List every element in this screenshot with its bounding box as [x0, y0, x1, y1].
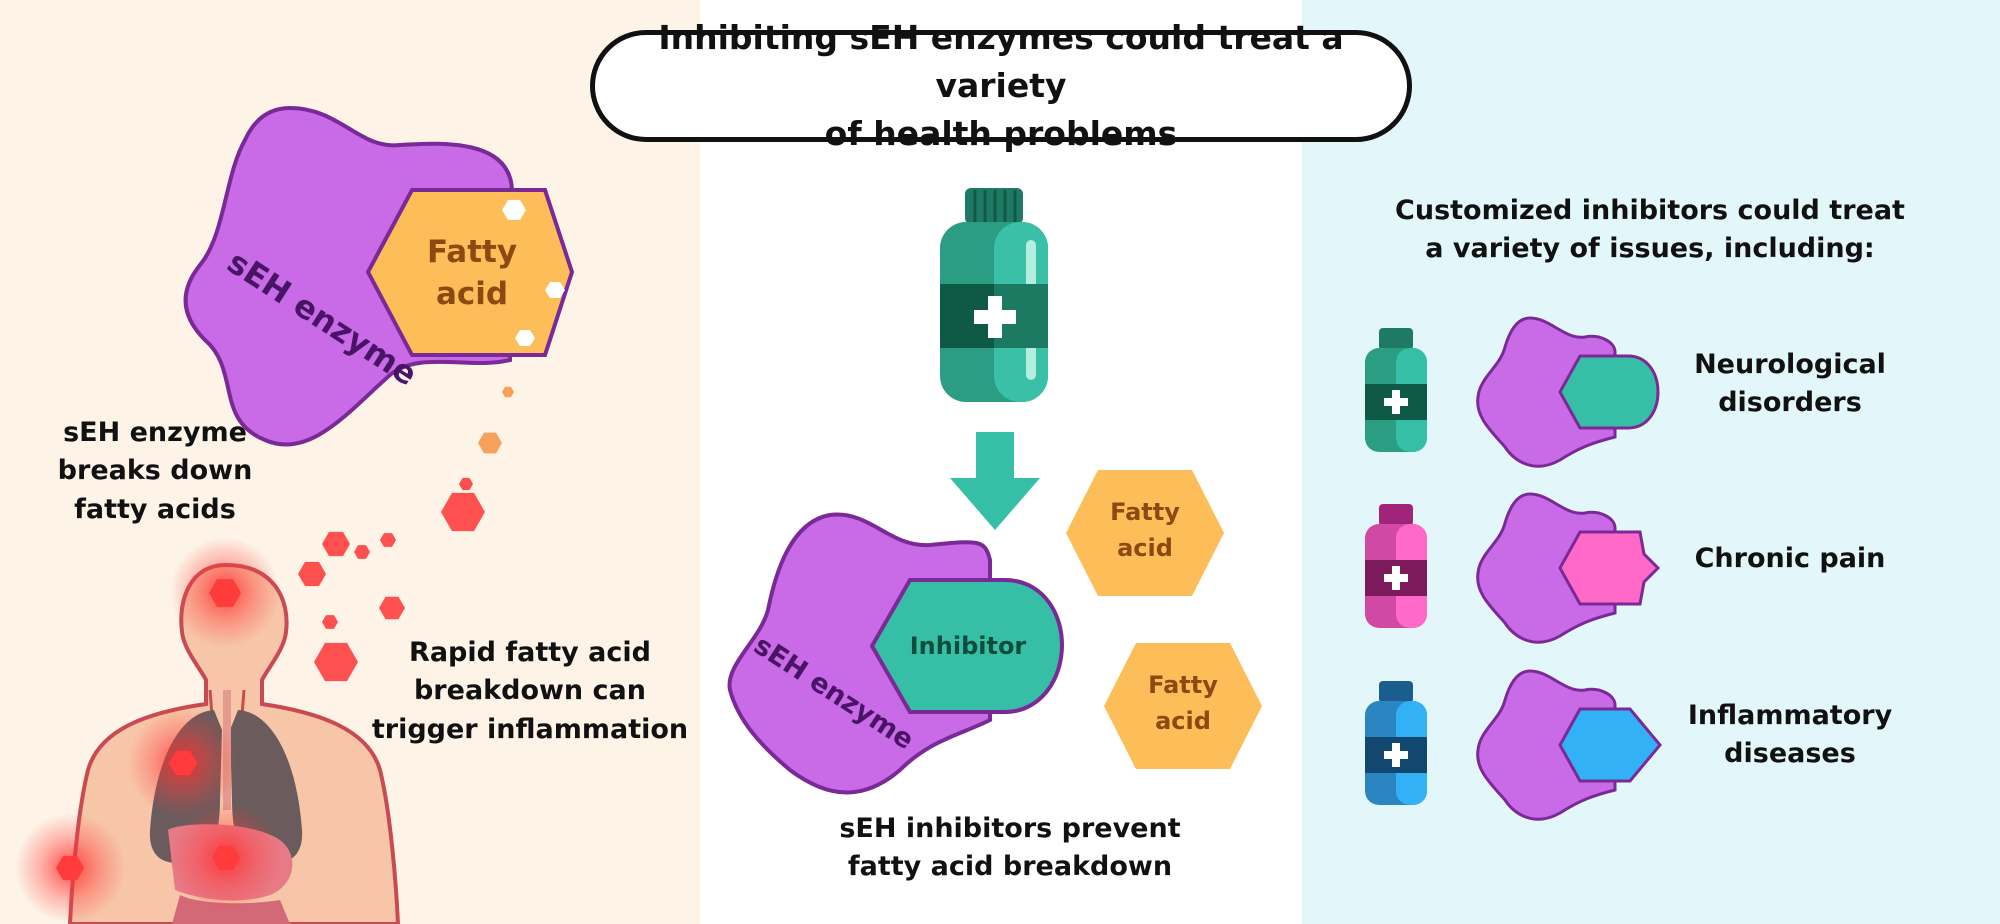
condition-rows: [1365, 316, 1662, 821]
fatty-acid-left: [365, 188, 575, 357]
caption-inhibitors: sEH inhibitors prevent fatty acid breakd…: [839, 813, 1181, 883]
inflammation-hexagon: [441, 492, 485, 532]
inflammation-hexagon: [212, 845, 240, 871]
inflammation-hexagon: [478, 432, 502, 454]
inflammation-hexagon: [459, 477, 473, 491]
inflammation-hexagons: [56, 386, 514, 881]
medicine-bottle: [940, 188, 1048, 402]
condition-row: [1365, 316, 1660, 468]
inflammation-spots: [15, 537, 281, 923]
fatty-acid-fragments: [502, 200, 565, 346]
fatty-acid-free-2: [1104, 643, 1262, 769]
inflammation-hexagon: [322, 531, 350, 557]
condition-label-chronic-pain: Chronic pain: [1694, 543, 1886, 574]
inhibitor-small: [1558, 530, 1661, 606]
condition-label-inflammatory: Inflammatory diseases: [1687, 700, 1893, 770]
caption-breakdown: sEH enzyme breaks down fatty acids: [57, 417, 253, 525]
condition-row: [1365, 669, 1662, 821]
condition-label-neurological: Neurological disorders: [1694, 349, 1886, 419]
bottle-cap: [1379, 504, 1413, 526]
inflammation-hexagon: [380, 533, 396, 547]
bottle-cap: [1379, 328, 1413, 350]
inflammation-hexagon: [209, 579, 241, 607]
caption-inflammation: Rapid fatty acid breakdown can trigger i…: [371, 637, 689, 745]
bottle-cap: [1379, 681, 1413, 703]
inflammation-hexagon: [322, 615, 338, 629]
page-title: Inhibiting sEH enzymes could treat a var…: [590, 18, 1412, 153]
inflammation-hexagon: [502, 386, 514, 398]
inflammation-hexagon: [314, 642, 358, 682]
inflammation-hexagon: [56, 855, 84, 881]
condition-row: [1365, 492, 1661, 644]
inflammation-hexagon: [354, 545, 370, 559]
inhibitor-middle: [869, 578, 1065, 714]
right-heading: Customized inhibitors could treat a vari…: [1395, 195, 1905, 265]
inhibitor-small: [1558, 354, 1660, 430]
fatty-acid-free-1: [1066, 470, 1224, 596]
inflammation-hexagon: [379, 596, 405, 620]
inhibitor-small: [1558, 707, 1662, 783]
inflammation-hexagon: [169, 750, 197, 776]
inhibitor-label: Inhibitor: [910, 632, 1027, 660]
inflammation-hexagon: [298, 561, 326, 587]
down-arrow: [950, 432, 1040, 530]
